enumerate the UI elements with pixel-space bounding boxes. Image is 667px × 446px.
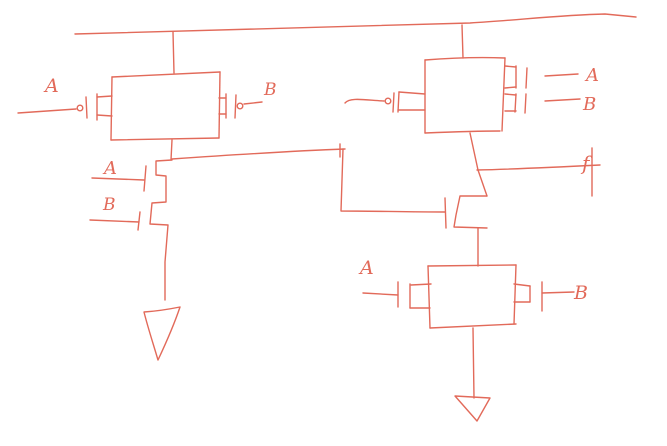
nand-pull-up-network xyxy=(17,31,263,161)
aoi-input-a-label: A xyxy=(584,65,599,86)
aoi-inverted-input-branch xyxy=(340,148,446,213)
output-label: f xyxy=(580,151,593,175)
nand-input-a-label: A xyxy=(43,75,59,97)
aoi-pmos-inverted-gate-wire xyxy=(344,98,385,104)
nand-nmos-b-label: B xyxy=(102,195,116,215)
aoi-ground-symbol xyxy=(454,395,491,422)
aoi-middle-nmos xyxy=(444,195,488,267)
output-wire xyxy=(476,164,601,171)
aoi-nmos-a-label: A xyxy=(358,257,374,279)
aoi-pull-down-network xyxy=(362,264,575,422)
aoi-nmos-b-gate-wire xyxy=(541,291,575,294)
nand-nmos-b-gate-wire xyxy=(89,219,140,223)
nand-nmos-a-label: A xyxy=(102,158,117,179)
nand-input-a-wire xyxy=(17,108,77,114)
aoi-output-node xyxy=(469,132,488,197)
nand-pull-down-network xyxy=(89,159,181,361)
aoi-input-b-wire xyxy=(544,98,581,102)
nand-input-b-wire xyxy=(243,101,263,105)
aoi-nmos-b-label: B xyxy=(573,282,588,304)
nand-input-b-label: B xyxy=(263,80,277,100)
nand-nmos-a-gate-wire xyxy=(91,177,145,181)
aoi-pmos-inverted-bubble xyxy=(384,97,392,105)
nand-output-wire xyxy=(171,148,346,160)
aoi-input-a-wire xyxy=(544,73,579,77)
vdd-rail xyxy=(74,13,637,35)
nand-pmos-b-bubble xyxy=(236,102,244,110)
aoi-nmos-a-gate-wire xyxy=(362,292,399,296)
aoi-input-b-label: B xyxy=(582,94,596,115)
aoi-pull-up-network xyxy=(344,24,581,134)
nand-ground-symbol xyxy=(143,306,181,361)
nand-pmos-a-bubble xyxy=(76,104,84,112)
